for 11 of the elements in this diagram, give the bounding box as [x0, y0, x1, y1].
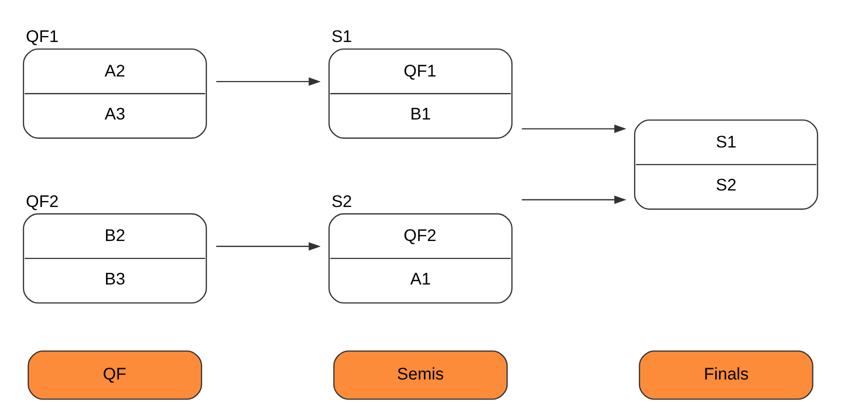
node-label: QF2 [26, 191, 59, 210]
node-box: QF [28, 350, 202, 400]
arrow [522, 124, 626, 132]
arrow [216, 242, 321, 250]
node-box: Finals [638, 350, 814, 400]
arrow [522, 195, 626, 204]
arrow [216, 76, 321, 86]
node-label: QF1 [26, 26, 59, 46]
node-label: S1 [331, 26, 352, 46]
node-label: S2 [331, 191, 352, 210]
node-box: Semis [333, 350, 508, 400]
